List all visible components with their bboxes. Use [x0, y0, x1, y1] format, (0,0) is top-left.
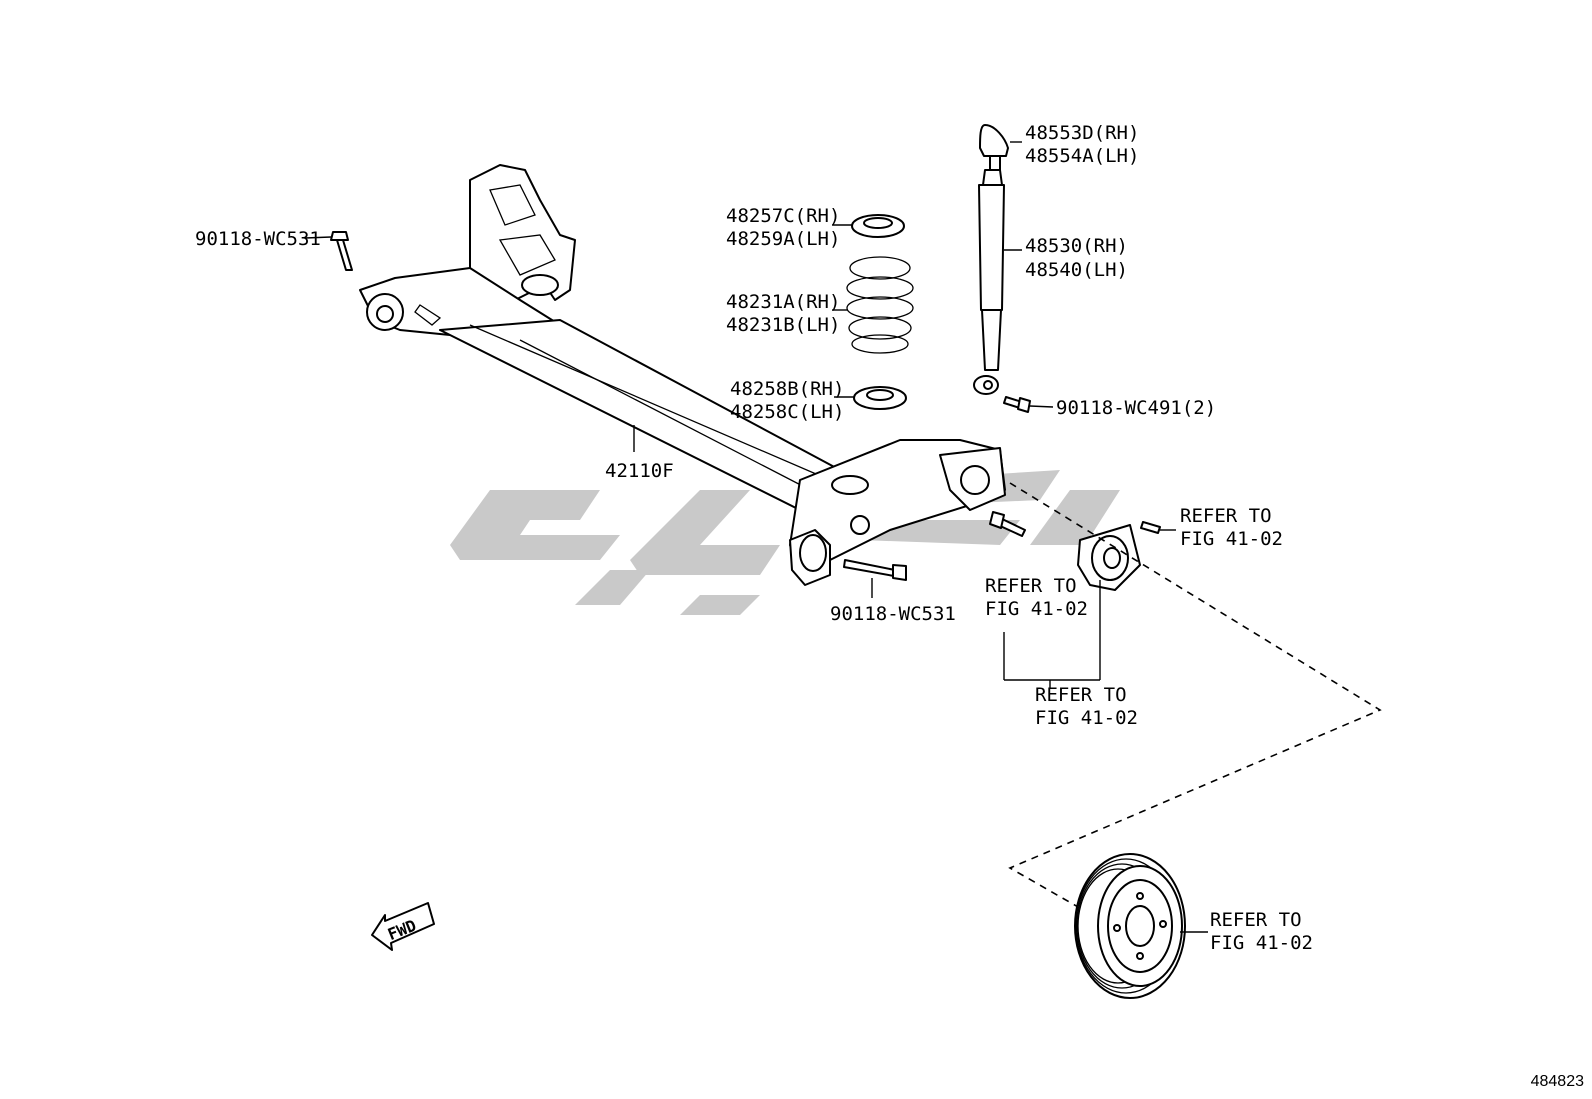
refer-knuckle-bolt-line1: REFER TO	[985, 575, 1077, 597]
label-bolt-right: 90118-WC531	[830, 603, 956, 625]
refer-hub-bolt-line1: REFER TO	[1180, 505, 1272, 527]
shock-bolt	[1003, 396, 1054, 413]
bolt-right	[843, 559, 907, 598]
refer-drum-line2: FIG 41-02	[1210, 932, 1313, 954]
label-bumper-lh: 48554A(LH)	[1025, 145, 1139, 167]
label-lower-seat-lh: 48258C(LH)	[730, 401, 844, 423]
label-bumper-rh: 48553D(RH)	[1025, 122, 1139, 144]
label-spring-rh: 48231A(RH)	[726, 291, 840, 313]
axle-beam	[359, 164, 1006, 586]
label-bolt-left: 90118-WC531	[195, 228, 321, 250]
label-shock-bolt: 90118-WC491(2)	[1056, 397, 1216, 419]
refer-hub-bolt-line2: FIG 41-02	[1180, 528, 1283, 550]
coil-spring	[832, 256, 914, 354]
label-upper-seat-lh: 48259A(LH)	[726, 228, 840, 250]
label-shock-rh: 48530(RH)	[1025, 235, 1128, 257]
hub-assembly	[989, 511, 1176, 688]
figure-id: 484823	[1530, 1073, 1584, 1090]
brake-drum	[1074, 853, 1208, 999]
spring-upper-seat	[832, 214, 905, 238]
spring-lower-seat	[834, 386, 907, 410]
refer-bracket-line1: REFER TO	[1035, 684, 1127, 706]
refer-bracket-line2: FIG 41-02	[1035, 707, 1138, 729]
label-shock-lh: 48540(LH)	[1025, 259, 1128, 281]
bolt-left	[304, 231, 353, 271]
fwd-arrow-icon: FWD	[371, 902, 435, 951]
shock-absorber	[973, 169, 1022, 395]
label-spring-lh: 48231B(LH)	[726, 314, 840, 336]
refer-drum-line1: REFER TO	[1210, 909, 1302, 931]
label-upper-seat-rh: 48257C(RH)	[726, 205, 840, 227]
refer-knuckle-bolt-line2: FIG 41-02	[985, 598, 1088, 620]
label-lower-seat-rh: 48258B(RH)	[730, 378, 844, 400]
label-axle-beam: 42110F	[605, 460, 674, 482]
bump-stopper	[979, 124, 1022, 171]
